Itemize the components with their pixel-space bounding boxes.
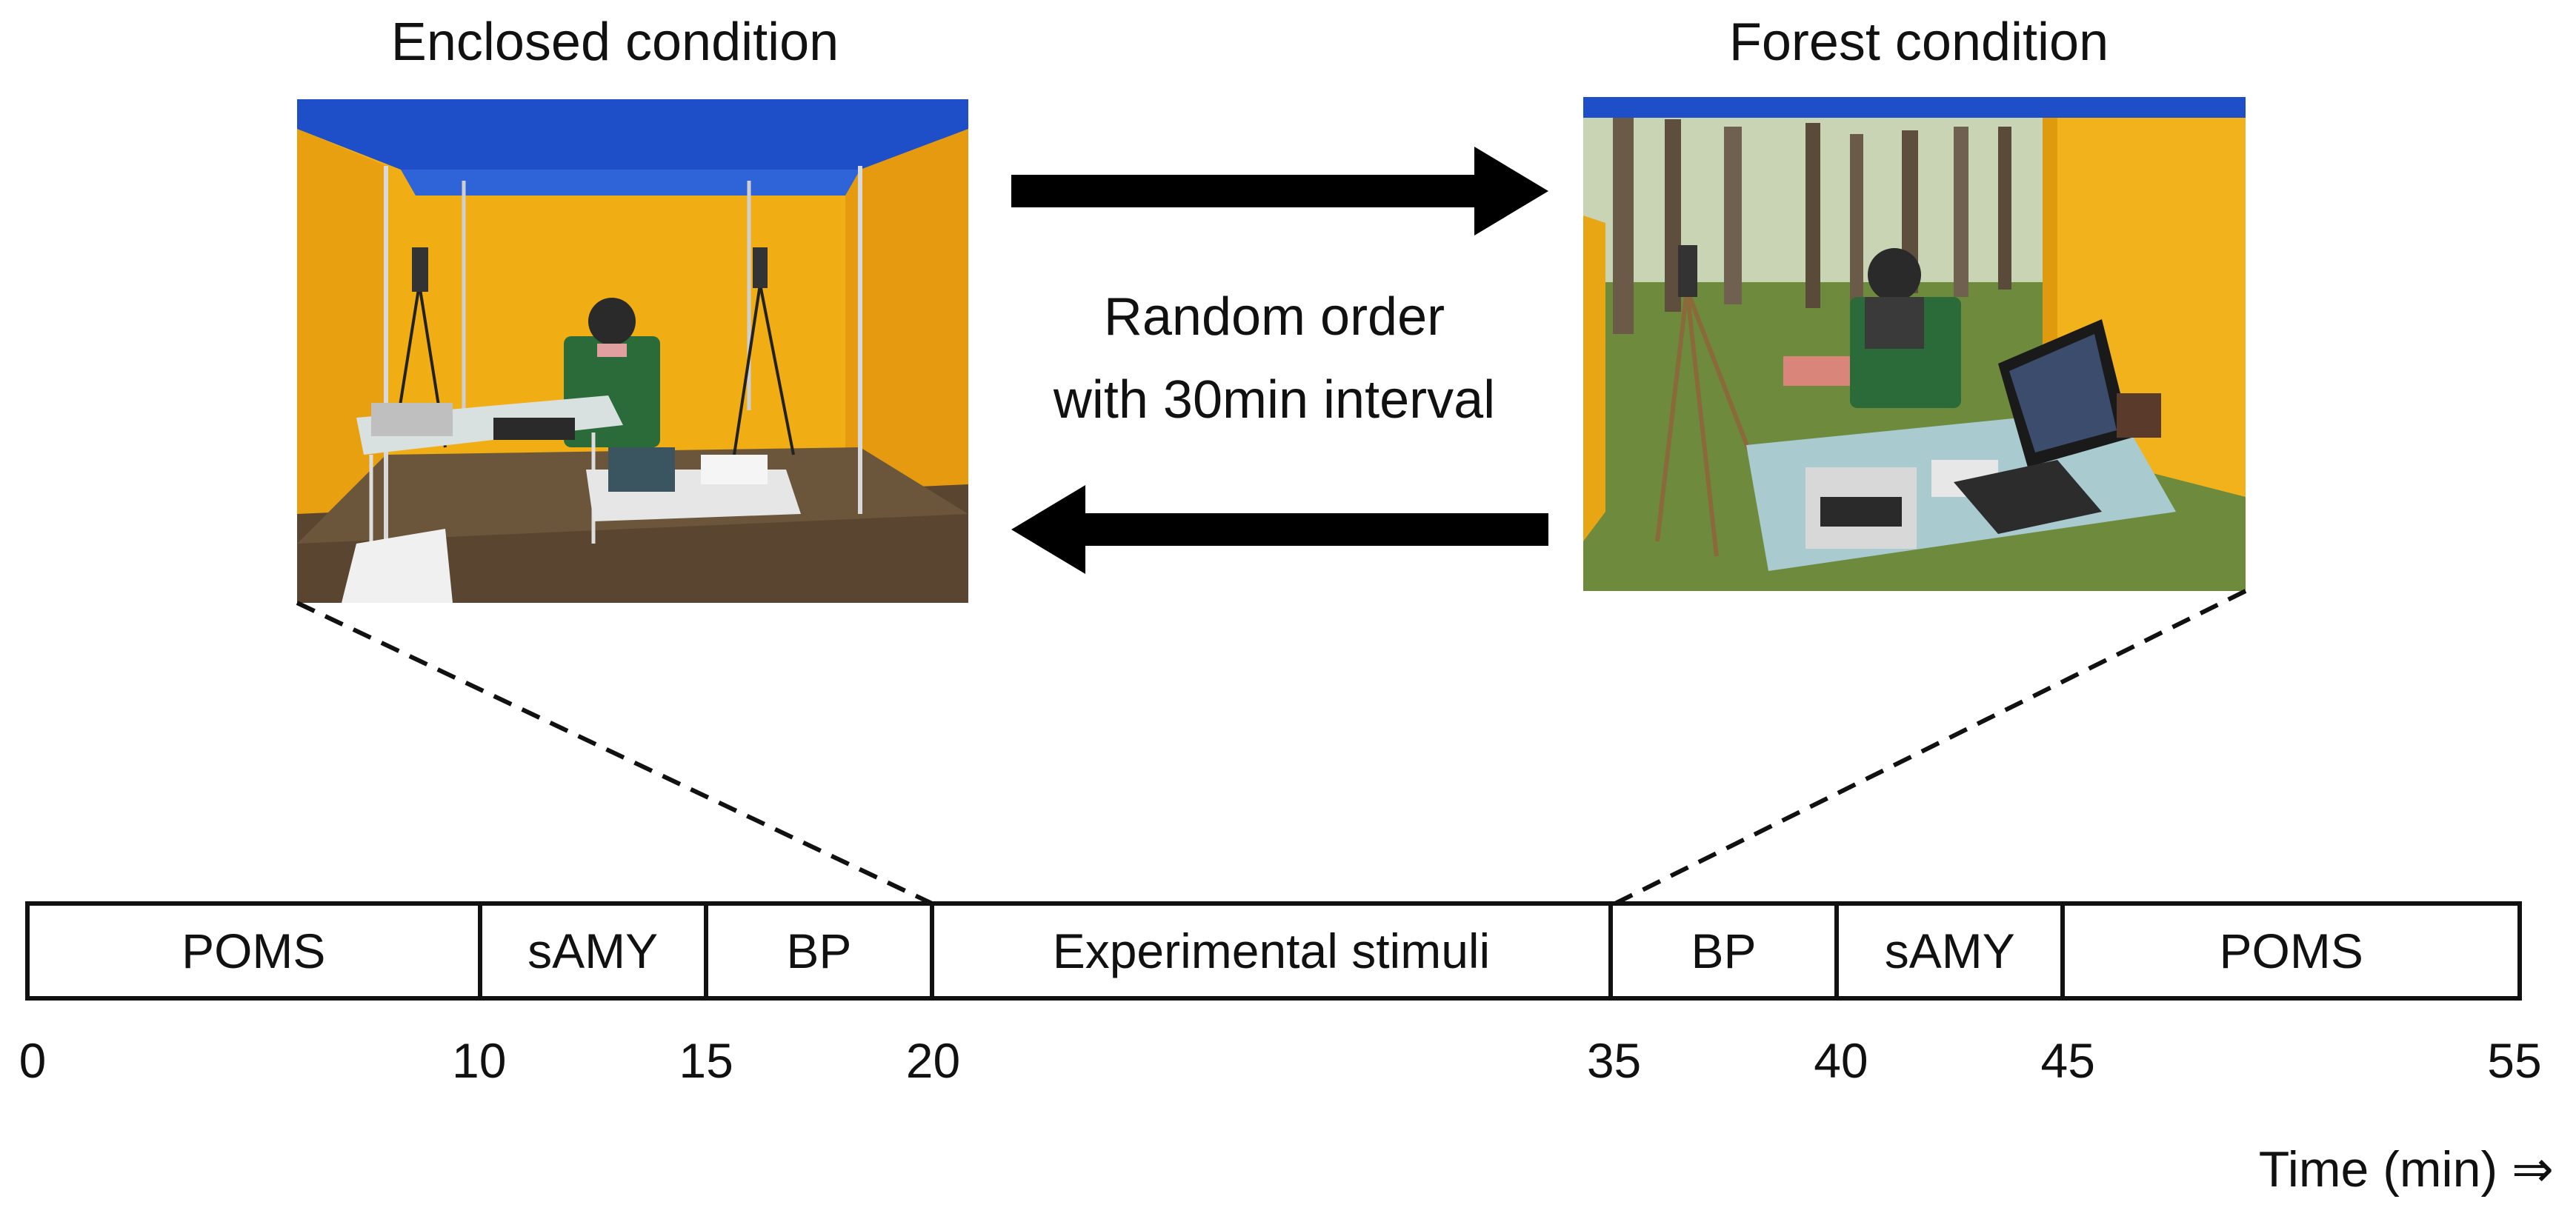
timeline-tick: 35 xyxy=(1586,1033,1642,1088)
timeline-segment-poms: POMS xyxy=(30,906,482,996)
timeline-segment-samy: sAMY xyxy=(1839,906,2066,996)
timeline-tick: 0 xyxy=(19,1033,47,1088)
timeline-tick: 20 xyxy=(905,1033,961,1088)
timeline-segment-poms: POMS xyxy=(2219,924,2363,978)
arrow-right xyxy=(1011,147,1548,236)
timeline-segment-bp: BP xyxy=(1613,906,1840,996)
random-order-line2: with 30min interval xyxy=(1053,370,1496,430)
timeline-segment-bp: BP xyxy=(708,906,935,996)
timeline-segment-experimental-stimuli: Experimental stimuli xyxy=(934,906,1613,996)
arrow-left xyxy=(1011,485,1548,574)
enclosed-condition-title: Enclosed condition xyxy=(390,13,839,72)
timeline-tick: 45 xyxy=(2040,1033,2095,1088)
random-order-note: Random order with 30min interval xyxy=(941,275,1608,441)
enclosed-condition-photo xyxy=(297,99,968,603)
timeline-segment-samy: sAMY xyxy=(482,906,708,996)
timeline-tick: 15 xyxy=(679,1033,733,1088)
timeline-tick: 10 xyxy=(452,1033,507,1088)
time-axis-label: Time (min) ⇒ xyxy=(2258,1141,2554,1198)
timeline-tick: 40 xyxy=(1814,1033,1868,1088)
forest-condition-title: Forest condition xyxy=(1728,13,2109,72)
dashed-line-forest-right xyxy=(1614,589,2247,906)
dashed-line-enclosed-left xyxy=(296,601,933,906)
timeline-tick: 55 xyxy=(2487,1033,2542,1088)
random-order-line1: Random order xyxy=(1103,287,1445,347)
forest-condition-photo xyxy=(1583,97,2246,591)
